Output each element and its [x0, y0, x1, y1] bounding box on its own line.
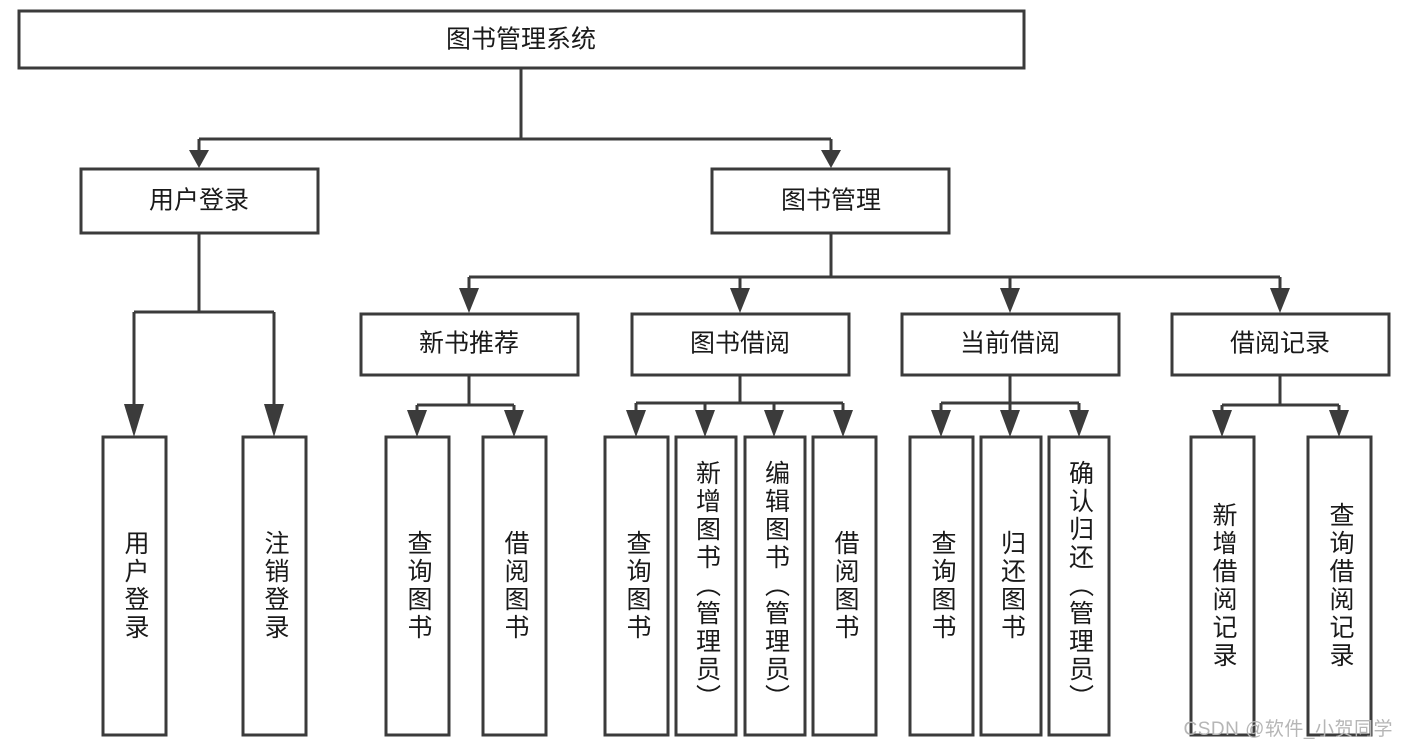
- arrow-icon-borrow-record: [1270, 288, 1290, 313]
- arrow-icon-leaf-edit-book: [764, 410, 784, 437]
- arrow-icon-leaf-query-book-2: [626, 410, 646, 437]
- node-leaf-add-record-box: [1189, 435, 1256, 737]
- node-leaf-return-book[interactable]: [979, 435, 1043, 737]
- node-leaf-add-record[interactable]: [1189, 435, 1256, 737]
- node-user-login[interactable]: 用户登录: [79, 167, 320, 235]
- node-borrow-record-label: 借阅记录: [1230, 330, 1330, 358]
- arrow-icon-new-book-recommend: [459, 288, 479, 313]
- arrow-icon-user-login: [189, 150, 209, 168]
- node-leaf-user-login-box: [101, 435, 168, 737]
- arrow-icon-leaf-query-book-3: [931, 410, 951, 437]
- node-book-management-label: 图书管理: [781, 187, 881, 215]
- arrow-icon-leaf-borrow-book-2: [833, 410, 853, 437]
- node-root-label: 图书管理系统: [446, 26, 596, 54]
- node-leaf-query-book-3[interactable]: [908, 435, 975, 737]
- node-leaf-logout-login-box: [241, 435, 308, 737]
- node-user-login-box: [79, 167, 320, 235]
- node-leaf-edit-book[interactable]: [743, 435, 807, 737]
- node-leaf-confirm-return[interactable]: [1047, 435, 1111, 737]
- node-book-borrow-label: 图书借阅: [690, 330, 790, 358]
- node-leaf-query-book-1-box: [384, 435, 451, 737]
- node-leaf-query-book-3-box: [908, 435, 975, 737]
- node-leaf-borrow-book-2-box: [811, 435, 878, 737]
- arrow-icon-book-management: [821, 150, 841, 168]
- arrow-icon-leaf-return-book: [1000, 410, 1020, 437]
- node-leaf-borrow-book-1-box: [481, 435, 548, 737]
- arrow-icon-book-borrow: [730, 288, 750, 313]
- node-leaf-return-book-box: [979, 435, 1043, 737]
- arrow-icon-leaf-add-book: [695, 410, 715, 437]
- node-leaf-borrow-book-2[interactable]: [811, 435, 878, 737]
- node-leaf-user-login[interactable]: [101, 435, 168, 737]
- node-leaf-query-record-box: [1306, 435, 1373, 737]
- node-book-management[interactable]: 图书管理: [710, 167, 951, 235]
- node-leaf-borrow-book-1[interactable]: [481, 435, 548, 737]
- node-book-borrow-box: [630, 312, 851, 377]
- arrow-icon-leaf-query-book-1: [407, 410, 427, 437]
- node-current-borrow-box: [900, 312, 1121, 377]
- node-borrow-record[interactable]: 借阅记录: [1170, 312, 1391, 377]
- node-new-book-recommend-label: 新书推荐: [419, 330, 519, 358]
- arrow-icon-leaf-confirm-return: [1069, 410, 1089, 437]
- node-book-borrow[interactable]: 图书借阅: [630, 312, 851, 377]
- node-leaf-query-book-1[interactable]: [384, 435, 451, 737]
- arrow-icon-leaf-user-login: [124, 404, 144, 437]
- arrow-icon-leaf-borrow-book-1: [504, 410, 524, 437]
- arrow-icon-leaf-logout-login: [264, 404, 284, 437]
- node-current-borrow-label: 当前借阅: [960, 330, 1060, 358]
- node-new-book-recommend-box: [359, 312, 580, 377]
- arrow-icon-leaf-query-record: [1329, 410, 1349, 437]
- node-leaf-add-book-box: [674, 435, 738, 737]
- node-book-management-box: [710, 167, 951, 235]
- arrow-icon-leaf-add-record: [1212, 410, 1232, 437]
- node-current-borrow[interactable]: 当前借阅: [900, 312, 1121, 377]
- node-leaf-edit-book-box: [743, 435, 807, 737]
- node-new-book-recommend[interactable]: 新书推荐: [359, 312, 580, 377]
- node-root-system[interactable]: 图书管理系统: [17, 9, 1026, 70]
- node-leaf-query-record[interactable]: [1306, 435, 1373, 737]
- arrow-icon-current-borrow: [1000, 288, 1020, 313]
- node-leaf-confirm-return-box: [1047, 435, 1111, 737]
- node-leaf-add-book[interactable]: [674, 435, 738, 737]
- node-root-box: [17, 9, 1026, 70]
- node-leaf-logout-login[interactable]: [241, 435, 308, 737]
- arrowhead-layer: [124, 150, 1349, 437]
- node-leaf-query-book-2-box: [603, 435, 670, 737]
- node-user-login-label: 用户登录: [149, 187, 249, 215]
- node-borrow-record-box: [1170, 312, 1391, 377]
- node-leaf-query-book-2[interactable]: [603, 435, 670, 737]
- leaf-nodes-layer: [101, 435, 1373, 737]
